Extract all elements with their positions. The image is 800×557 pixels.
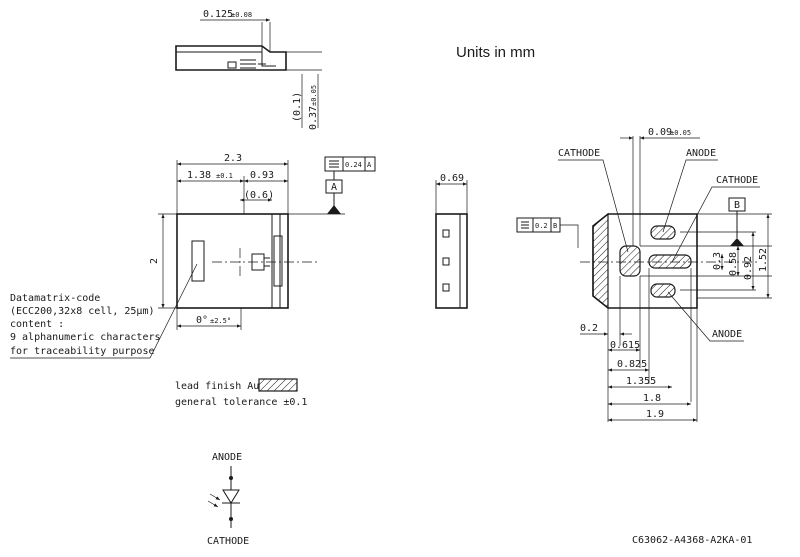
lead-finish-swatch — [258, 378, 298, 392]
front-tol-value: 0.24 — [345, 161, 362, 169]
cathode-label-2: CATHODE — [716, 175, 758, 186]
front-dim-3: (0.6) — [244, 190, 274, 201]
svg-text:(ECC200,32x8 cell, 25µm): (ECC200,32x8 cell, 25µm) — [10, 306, 155, 317]
top-height-tol: ±0.05 — [310, 85, 318, 106]
top-height-dim: 0.37 — [308, 106, 319, 130]
svg-text:content :: content : — [10, 319, 64, 330]
top-width-dim: 0.125 — [203, 9, 233, 20]
front-dim-2: 0.93 — [250, 170, 274, 181]
bottom-hdim-3: 0.825 — [617, 359, 647, 370]
lead-finish-label: lead finish Au — [175, 381, 259, 392]
front-view: 2.3 1.38 ±0.1 0.93 (0.6) 2 0° ±2.5° 0.24… — [149, 153, 376, 330]
symbol-cathode-label: CATHODE — [207, 536, 249, 547]
datum-a: A — [331, 182, 337, 193]
bottom-hdim-6: 1.9 — [646, 409, 664, 420]
tolerance-note: general tolerance ±0.1 — [175, 397, 307, 408]
bottom-tol-value: 0.2 — [535, 222, 548, 230]
bottom-hdim-1: 0.2 — [580, 323, 598, 334]
front-dim-1: 1.38 — [187, 170, 211, 181]
front-angle: 0° — [196, 315, 208, 326]
cathode-label-1: CATHODE — [558, 148, 600, 159]
bottom-top-dim: 0.09 — [648, 127, 672, 138]
svg-text:Datamatrix-code: Datamatrix-code — [10, 293, 100, 304]
bottom-hdim-4: 1.355 — [626, 376, 656, 387]
units-label: Units in mm — [456, 44, 535, 61]
datamatrix-note: Datamatrix-code (ECC200,32x8 cell, 25µm)… — [10, 263, 198, 359]
bottom-vdim-4: 1.52 — [758, 248, 769, 272]
bottom-view: 0.09 ±0.05 CATHODE ANODE CATHODE ANODE B… — [516, 127, 772, 422]
led-symbol: ANODE CATHODE — [207, 452, 249, 547]
front-angle-tol: ±2.5° — [210, 317, 231, 325]
bottom-hdim-2: 0.615 — [610, 340, 640, 351]
side-view: 0.69 — [435, 173, 468, 309]
svg-text:9 alphanumeric characters: 9 alphanumeric characters — [10, 332, 161, 343]
front-height-dim: 2 — [149, 258, 160, 264]
front-tol-ref: A — [367, 161, 372, 169]
anode-label-1: ANODE — [686, 148, 716, 159]
front-dim-1-tol: ±0.1 — [216, 172, 233, 180]
bottom-vdim-3: 0.92 — [743, 256, 754, 280]
front-width-dim: 2.3 — [224, 153, 242, 164]
symbol-anode-label: ANODE — [212, 452, 242, 463]
bottom-hdim-5: 1.8 — [643, 393, 661, 404]
top-height-ref: (0.1) — [292, 92, 303, 122]
bottom-tol-ref: B — [553, 222, 557, 230]
bottom-vdim-1: 0.3 — [712, 252, 723, 270]
top-view: 0.125 ±0.08 (0.1) 0.37 ±0.05 — [175, 9, 322, 130]
svg-text:for traceability purpose: for traceability purpose — [10, 346, 155, 357]
datum-b: B — [734, 200, 740, 211]
bottom-top-tol: ±0.05 — [670, 129, 691, 137]
part-number: C63062-A4368-A2KA-01 — [632, 535, 752, 546]
legend: lead finish Au general tolerance ±0.1 — [175, 378, 307, 408]
bottom-vdim-2: 0.58 — [728, 252, 739, 276]
anode-label-2: ANODE — [712, 329, 742, 340]
side-width-dim: 0.69 — [440, 173, 464, 184]
top-width-tol: ±0.08 — [231, 11, 252, 19]
